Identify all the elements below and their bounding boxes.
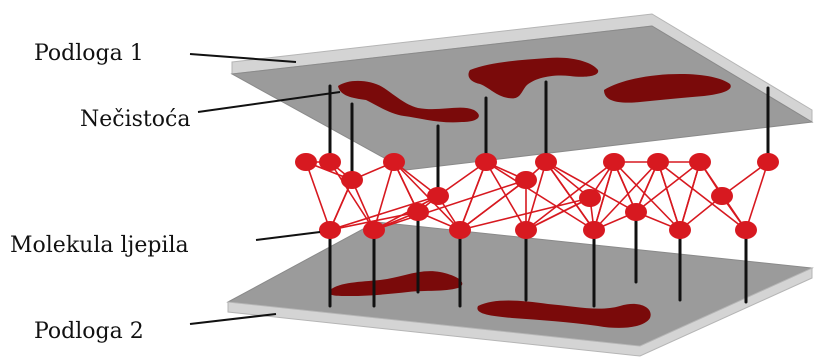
- molecule-node: [449, 221, 471, 239]
- molecule-node: [669, 221, 691, 239]
- impurity-blob: [338, 80, 479, 123]
- impurities-lower: [329, 271, 651, 328]
- molecule-node: [341, 171, 363, 189]
- molecule-node: [407, 203, 429, 221]
- leader-line-adhesive-molecule: [255, 231, 321, 241]
- substrate-1-top: [230, 25, 814, 171]
- impurity-blob: [477, 300, 651, 328]
- molecule-node: [689, 153, 711, 171]
- molecule-node: [583, 221, 605, 239]
- molecule-node: [535, 153, 557, 171]
- impurity-blob: [329, 271, 463, 296]
- molecule-node: [603, 153, 625, 171]
- molecule-node: [711, 187, 733, 205]
- adhesive-bonds: [305, 159, 769, 233]
- molecule-node: [625, 203, 647, 221]
- impurity-blob: [468, 57, 599, 99]
- molecule-node: [515, 171, 537, 189]
- molecule-node: [427, 187, 449, 205]
- label-substrate-2: Podloga 2: [34, 319, 144, 344]
- molecule-node: [383, 153, 405, 171]
- adhesive-molecules: [295, 153, 779, 239]
- leader-line-substrate-1: [189, 53, 297, 63]
- molecule-node: [319, 221, 341, 239]
- substrate-2-edge: [227, 267, 813, 357]
- bond-chain: [305, 159, 769, 233]
- molecule-node: [757, 153, 779, 171]
- label-adhesive-molecule: Molekula ljepila: [10, 233, 189, 258]
- molecule-node: [363, 221, 385, 239]
- leader-line-impurity: [197, 91, 341, 113]
- bond-chain: [329, 159, 702, 231]
- molecule-node: [475, 153, 497, 171]
- molecule-node: [647, 153, 669, 171]
- label-impurity: Nečistoća: [80, 107, 190, 132]
- anchor-lines: [328, 80, 770, 308]
- impurities-upper: [338, 57, 731, 123]
- substrate-2-plate: [226, 221, 814, 357]
- molecule-node: [295, 153, 317, 171]
- substrate-1-plate: [230, 13, 814, 171]
- molecule-node: [319, 153, 341, 171]
- molecule-node: [515, 221, 537, 239]
- molecule-node: [579, 189, 601, 207]
- impurity-blob: [604, 74, 731, 103]
- leader-lines: [189, 53, 341, 325]
- substrate-2-top: [226, 221, 814, 347]
- label-substrate-1: Podloga 1: [34, 41, 144, 66]
- molecule-node: [735, 221, 757, 239]
- leader-line-substrate-2: [189, 313, 277, 325]
